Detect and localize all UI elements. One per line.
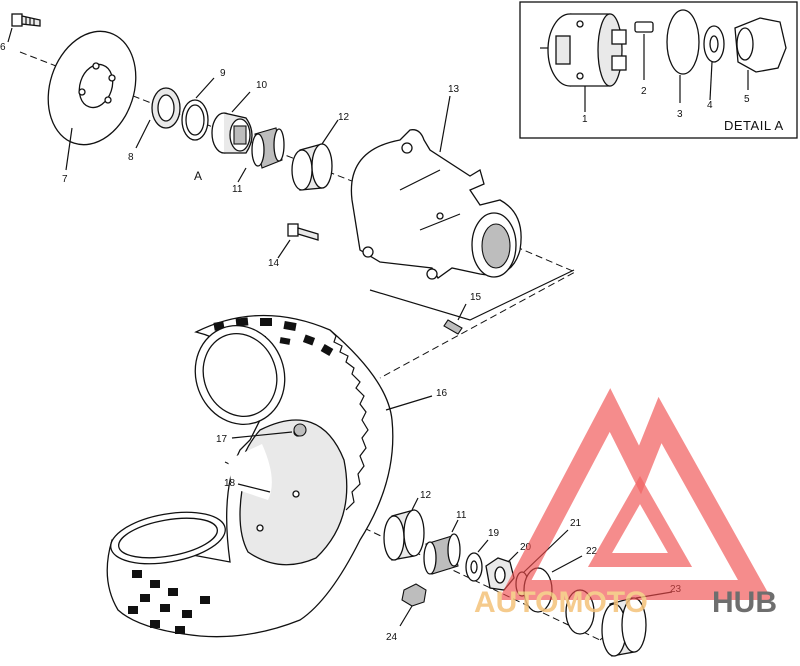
detail-part-1: [540, 13, 627, 87]
detail-callout-3: 3: [677, 109, 683, 120]
callout-15: 15: [470, 292, 482, 303]
callout-16: 16: [436, 388, 448, 399]
detail-callout-2: 2: [641, 86, 647, 97]
callout-11-upper: 11: [232, 184, 243, 195]
washer-part-19: [465, 539, 489, 582]
callout-17: 17: [216, 434, 228, 445]
detail-callout-5: 5: [744, 94, 750, 105]
detail-part-2: [634, 21, 654, 80]
screw-part-14: [277, 223, 319, 259]
callout-12-upper: 12: [338, 112, 350, 123]
clutch-part-10: [211, 91, 253, 154]
valve-stem-part-17: [293, 423, 307, 437]
ring-part-9: [181, 77, 215, 141]
detail-part-4: [703, 25, 725, 101]
bearing-part-11: [237, 127, 285, 183]
callout-8: 8: [128, 152, 134, 163]
valve-part-15: [443, 303, 467, 335]
detail-a-inset: 1 2 3 4 5 DETAIL A: [519, 1, 798, 139]
bolt-part-6: [7, 13, 41, 43]
hub-knuckle-part-13: [350, 95, 522, 280]
callout-12-lower: 12: [420, 490, 432, 501]
watermark-logo-triangle: [498, 388, 773, 600]
callout-22: 22: [586, 546, 598, 557]
callout-13: 13: [448, 84, 460, 95]
callout-7: 7: [62, 174, 68, 185]
callout-11-lower: 11: [456, 510, 467, 521]
race-part-12: [291, 119, 339, 191]
callout-21: 21: [570, 518, 582, 529]
race-part-12-lower: [383, 497, 425, 561]
detail-callout-1: 1: [582, 114, 588, 125]
watermark-text-automoto: AUTOMOTO: [474, 586, 648, 619]
lug-part-24: [399, 583, 427, 627]
callout-14: 14: [268, 258, 280, 269]
watermark-text-hub: HUB: [712, 586, 777, 619]
callout-6: 6: [0, 42, 6, 53]
hub-assembly-bracket: [369, 269, 575, 321]
callout-18: 18: [224, 478, 236, 489]
detail-callout-4: 4: [707, 100, 713, 111]
rim-part-18: [228, 419, 348, 566]
callout-24: 24: [386, 632, 398, 643]
callout-9: 9: [220, 68, 226, 79]
callout-10: 10: [256, 80, 268, 91]
callout-20: 20: [520, 542, 532, 553]
view-marker-a: A: [194, 169, 202, 183]
callout-19: 19: [488, 528, 500, 539]
detail-part-5: [734, 17, 787, 90]
nut-part-20: [485, 551, 519, 591]
detail-part-3: [666, 9, 700, 103]
seal-part-8: [135, 87, 181, 149]
bearing-part-11-lower: [423, 519, 461, 575]
detail-a-title: DETAIL A: [724, 118, 784, 133]
automotohub-watermark: AUTOMOTO HUB: [474, 388, 777, 619]
brake-disc-part-7: [47, 30, 137, 171]
